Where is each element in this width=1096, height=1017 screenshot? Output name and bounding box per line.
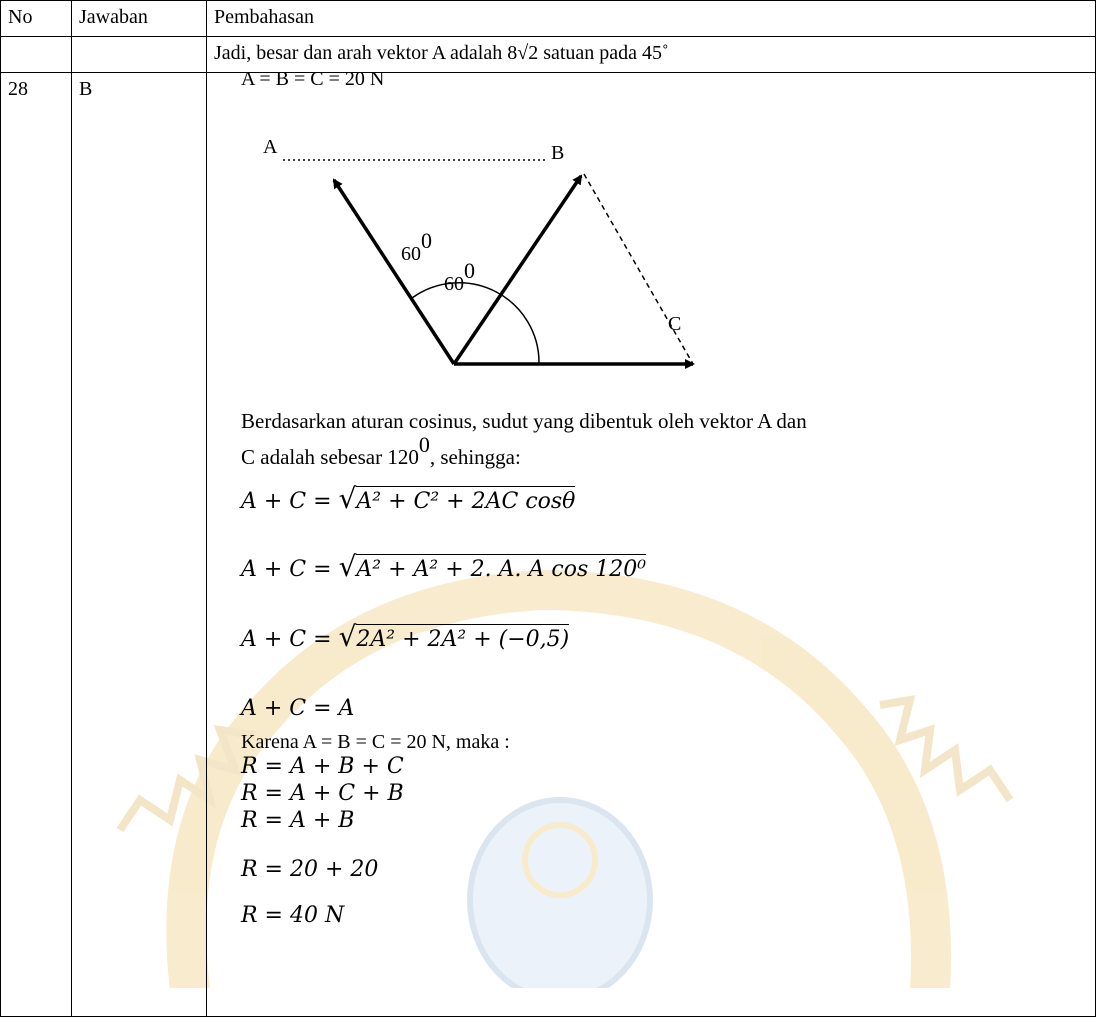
r-equation-5: R = 40 N — [241, 903, 345, 928]
dashed-line-bc — [583, 173, 694, 365]
angle-arc — [411, 281, 540, 365]
explanation-line-1: Berdasarkan aturan cosinus, sudut yang d… — [241, 409, 807, 433]
vector-diagram — [283, 159, 695, 369]
equation-3: A + C = √2A² + 2A² + (−0,5) — [241, 620, 570, 653]
equation-4: A + C = A — [241, 696, 355, 721]
label-b: B — [551, 142, 565, 164]
given-values: A = B = C = 20 N — [241, 68, 385, 90]
question-number: 28 — [0, 72, 72, 1017]
header-jawaban: Jawaban — [71, 0, 207, 37]
explanation-line-2: C adalah sebesar 1200, sehingga: — [241, 432, 521, 469]
table-header-row: No Jawaban Pembahasan — [0, 0, 1096, 37]
vector-b-arrow — [452, 174, 583, 365]
table-row-previous: Jadi, besar dan arah vektor A adalah 8√2… — [0, 36, 1096, 73]
r-equation-4: R = 20 + 20 — [241, 857, 379, 882]
previous-conclusion-text: Jadi, besar dan arah vektor A adalah 8√2… — [206, 36, 1096, 73]
header-pembahasan: Pembahasan — [206, 0, 1096, 37]
equation-2: A + C = √A² + A² + 2. A. A cos 120⁰ — [241, 550, 647, 583]
header-no: No — [0, 0, 72, 37]
equation-1: A + C = √A² + C² + 2AC cosθ — [241, 482, 576, 515]
karena-line: Karena A = B = C = 20 N, maka : — [241, 731, 510, 753]
r-equation-3: R = A + B — [241, 808, 355, 833]
label-c: C — [668, 313, 682, 335]
r-equation-1: R = A + B + C — [241, 754, 404, 779]
angle-label-2: 600 — [444, 258, 475, 295]
r-equation-2: R = A + C + B — [241, 781, 404, 806]
angle-label-1: 600 — [401, 228, 432, 265]
table-row-28: 28 B — [0, 72, 1096, 1017]
answer-key: B — [71, 72, 207, 1017]
label-a: A — [263, 136, 278, 158]
explanation-cell — [206, 72, 1096, 1017]
vector-a-arrow — [332, 178, 456, 365]
